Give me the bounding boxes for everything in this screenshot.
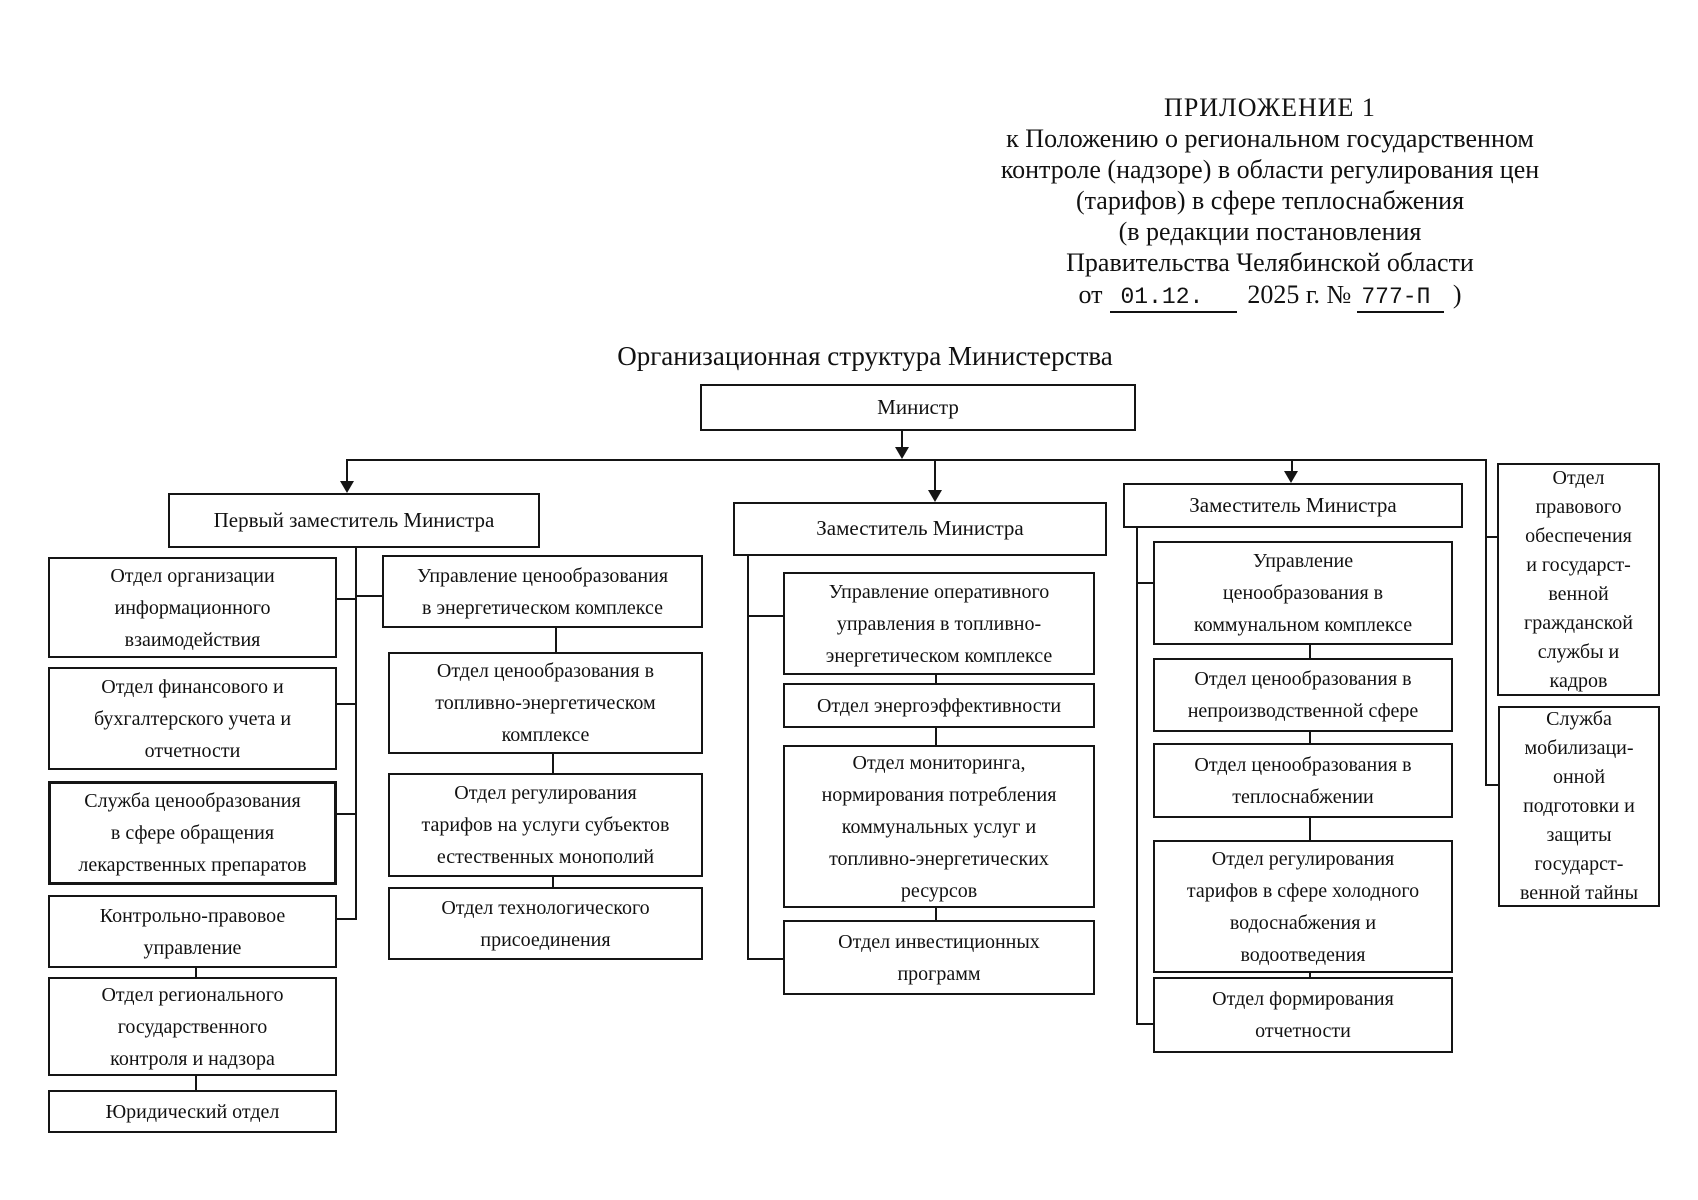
connector-line bbox=[1309, 732, 1311, 744]
arrow-down-icon bbox=[1284, 471, 1298, 483]
connector-line bbox=[1136, 1023, 1153, 1025]
arrow-down-icon bbox=[895, 447, 909, 459]
org-node-mobilization-service: Служба мобилизаци- онной подготовки и за… bbox=[1498, 706, 1660, 907]
connector-line bbox=[901, 431, 903, 448]
connector-line bbox=[552, 877, 554, 888]
org-node-nonproduction-pricing-dept: Отдел ценообразования в непроизводственн… bbox=[1153, 658, 1453, 732]
org-node-finance-accounting-dept: Отдел финансового и бухгалтерского учета… bbox=[48, 667, 337, 770]
org-node-minister: Министр bbox=[700, 384, 1136, 431]
connector-line bbox=[747, 556, 749, 960]
connector-line bbox=[1309, 973, 1311, 978]
arrow-down-icon bbox=[340, 481, 354, 493]
connector-line bbox=[1309, 645, 1311, 659]
appendix-line: (в редакции постановления bbox=[1118, 217, 1422, 246]
connector-line bbox=[1485, 536, 1499, 538]
connector-line bbox=[747, 958, 783, 960]
connector-line bbox=[346, 459, 348, 482]
connector-line bbox=[1485, 459, 1487, 786]
org-node-energy-pricing-board: Управление ценообразования в энергетичес… bbox=[382, 555, 703, 628]
connector-line bbox=[1136, 528, 1138, 1025]
arrow-down-icon bbox=[928, 490, 942, 502]
date-prefix: от bbox=[1078, 280, 1103, 309]
org-node-monitoring-dept: Отдел мониторинга, нормирования потребле… bbox=[783, 745, 1095, 908]
org-node-monopoly-tariff-dept: Отдел регулирования тарифов на услуги су… bbox=[388, 773, 703, 877]
connector-line bbox=[335, 918, 357, 920]
org-node-tech-connection-dept: Отдел технологического присоединения bbox=[388, 887, 703, 960]
org-node-fuel-energy-pricing-dept: Отдел ценообразования в топливно-энергет… bbox=[388, 652, 703, 754]
appendix-line: (тарифов) в сфере теплоснабжения bbox=[1075, 186, 1465, 215]
connector-line bbox=[355, 595, 384, 597]
org-node-water-tariff-dept: Отдел регулирования тарифов в сфере холо… bbox=[1153, 840, 1453, 973]
org-node-investment-programs-dept: Отдел инвестиционных программ bbox=[783, 920, 1095, 995]
appendix-line: к Положению о региональном государственн… bbox=[1006, 124, 1534, 153]
connector-line bbox=[555, 628, 557, 653]
connector-line bbox=[935, 675, 937, 684]
appendix-header: ПРИЛОЖЕНИЕ 1 к Положению о региональном … bbox=[920, 92, 1620, 313]
connector-line bbox=[1485, 784, 1500, 786]
org-node-heat-pricing-dept: Отдел ценообразования в теплоснабжении bbox=[1153, 743, 1453, 818]
doc-number-fill-value: 777-П bbox=[1357, 284, 1445, 313]
connector-line bbox=[195, 968, 197, 979]
connector-line bbox=[1291, 461, 1293, 472]
date-middle: 2025 г. № bbox=[1247, 280, 1352, 309]
org-node-deputy-minister-fuel-energy: Заместитель Министра bbox=[733, 502, 1107, 556]
connector-line bbox=[1136, 582, 1153, 584]
org-node-legal-support-hr-dept: Отдел правового обеспечения и государст-… bbox=[1497, 463, 1660, 696]
connector-line bbox=[335, 703, 357, 705]
org-node-legal-dept: Юридический отдел bbox=[48, 1090, 337, 1133]
org-node-info-interaction-dept: Отдел организации информационного взаимо… bbox=[48, 557, 337, 658]
connector-line bbox=[935, 728, 937, 746]
appendix-line: контроле (надзоре) в области регулирован… bbox=[1000, 155, 1540, 184]
connector-line bbox=[195, 1075, 197, 1091]
org-node-utilities-pricing-board: Управление ценообразования в коммунально… bbox=[1153, 541, 1453, 645]
connector-line bbox=[346, 459, 1487, 461]
connector-line bbox=[335, 598, 357, 600]
org-node-control-legal-dept: Контрольно-правовое управление bbox=[48, 895, 337, 968]
connector-line bbox=[552, 754, 554, 774]
appendix-line: Правительства Челябинской области bbox=[1066, 248, 1474, 277]
connector-line bbox=[934, 461, 936, 491]
connector-line bbox=[355, 548, 357, 920]
date-suffix: ) bbox=[1452, 280, 1462, 309]
chart-title: Организационная структура Министерства bbox=[617, 341, 1113, 371]
appendix-title: ПРИЛОЖЕНИЕ 1 bbox=[1164, 93, 1376, 122]
connector-line bbox=[1309, 818, 1311, 841]
org-node-energy-efficiency-dept: Отдел энергоэффективности bbox=[783, 683, 1095, 728]
org-node-pharma-pricing-service: Служба ценообразования в сфере обращения… bbox=[48, 781, 337, 885]
date-fill-value: 01.12. bbox=[1110, 284, 1238, 313]
org-node-deputy-minister-utilities: Заместитель Министра bbox=[1123, 483, 1463, 528]
org-node-operational-board: Управление оперативного управления в топ… bbox=[783, 572, 1095, 675]
org-node-first-deputy-minister: Первый заместитель Министра bbox=[168, 493, 540, 548]
org-node-reporting-dept: Отдел формирования отчетности bbox=[1153, 977, 1453, 1053]
connector-line bbox=[935, 908, 937, 921]
connector-line bbox=[335, 813, 357, 815]
connector-line bbox=[747, 615, 783, 617]
org-node-regional-control-dept: Отдел регионального государственного кон… bbox=[48, 977, 337, 1076]
